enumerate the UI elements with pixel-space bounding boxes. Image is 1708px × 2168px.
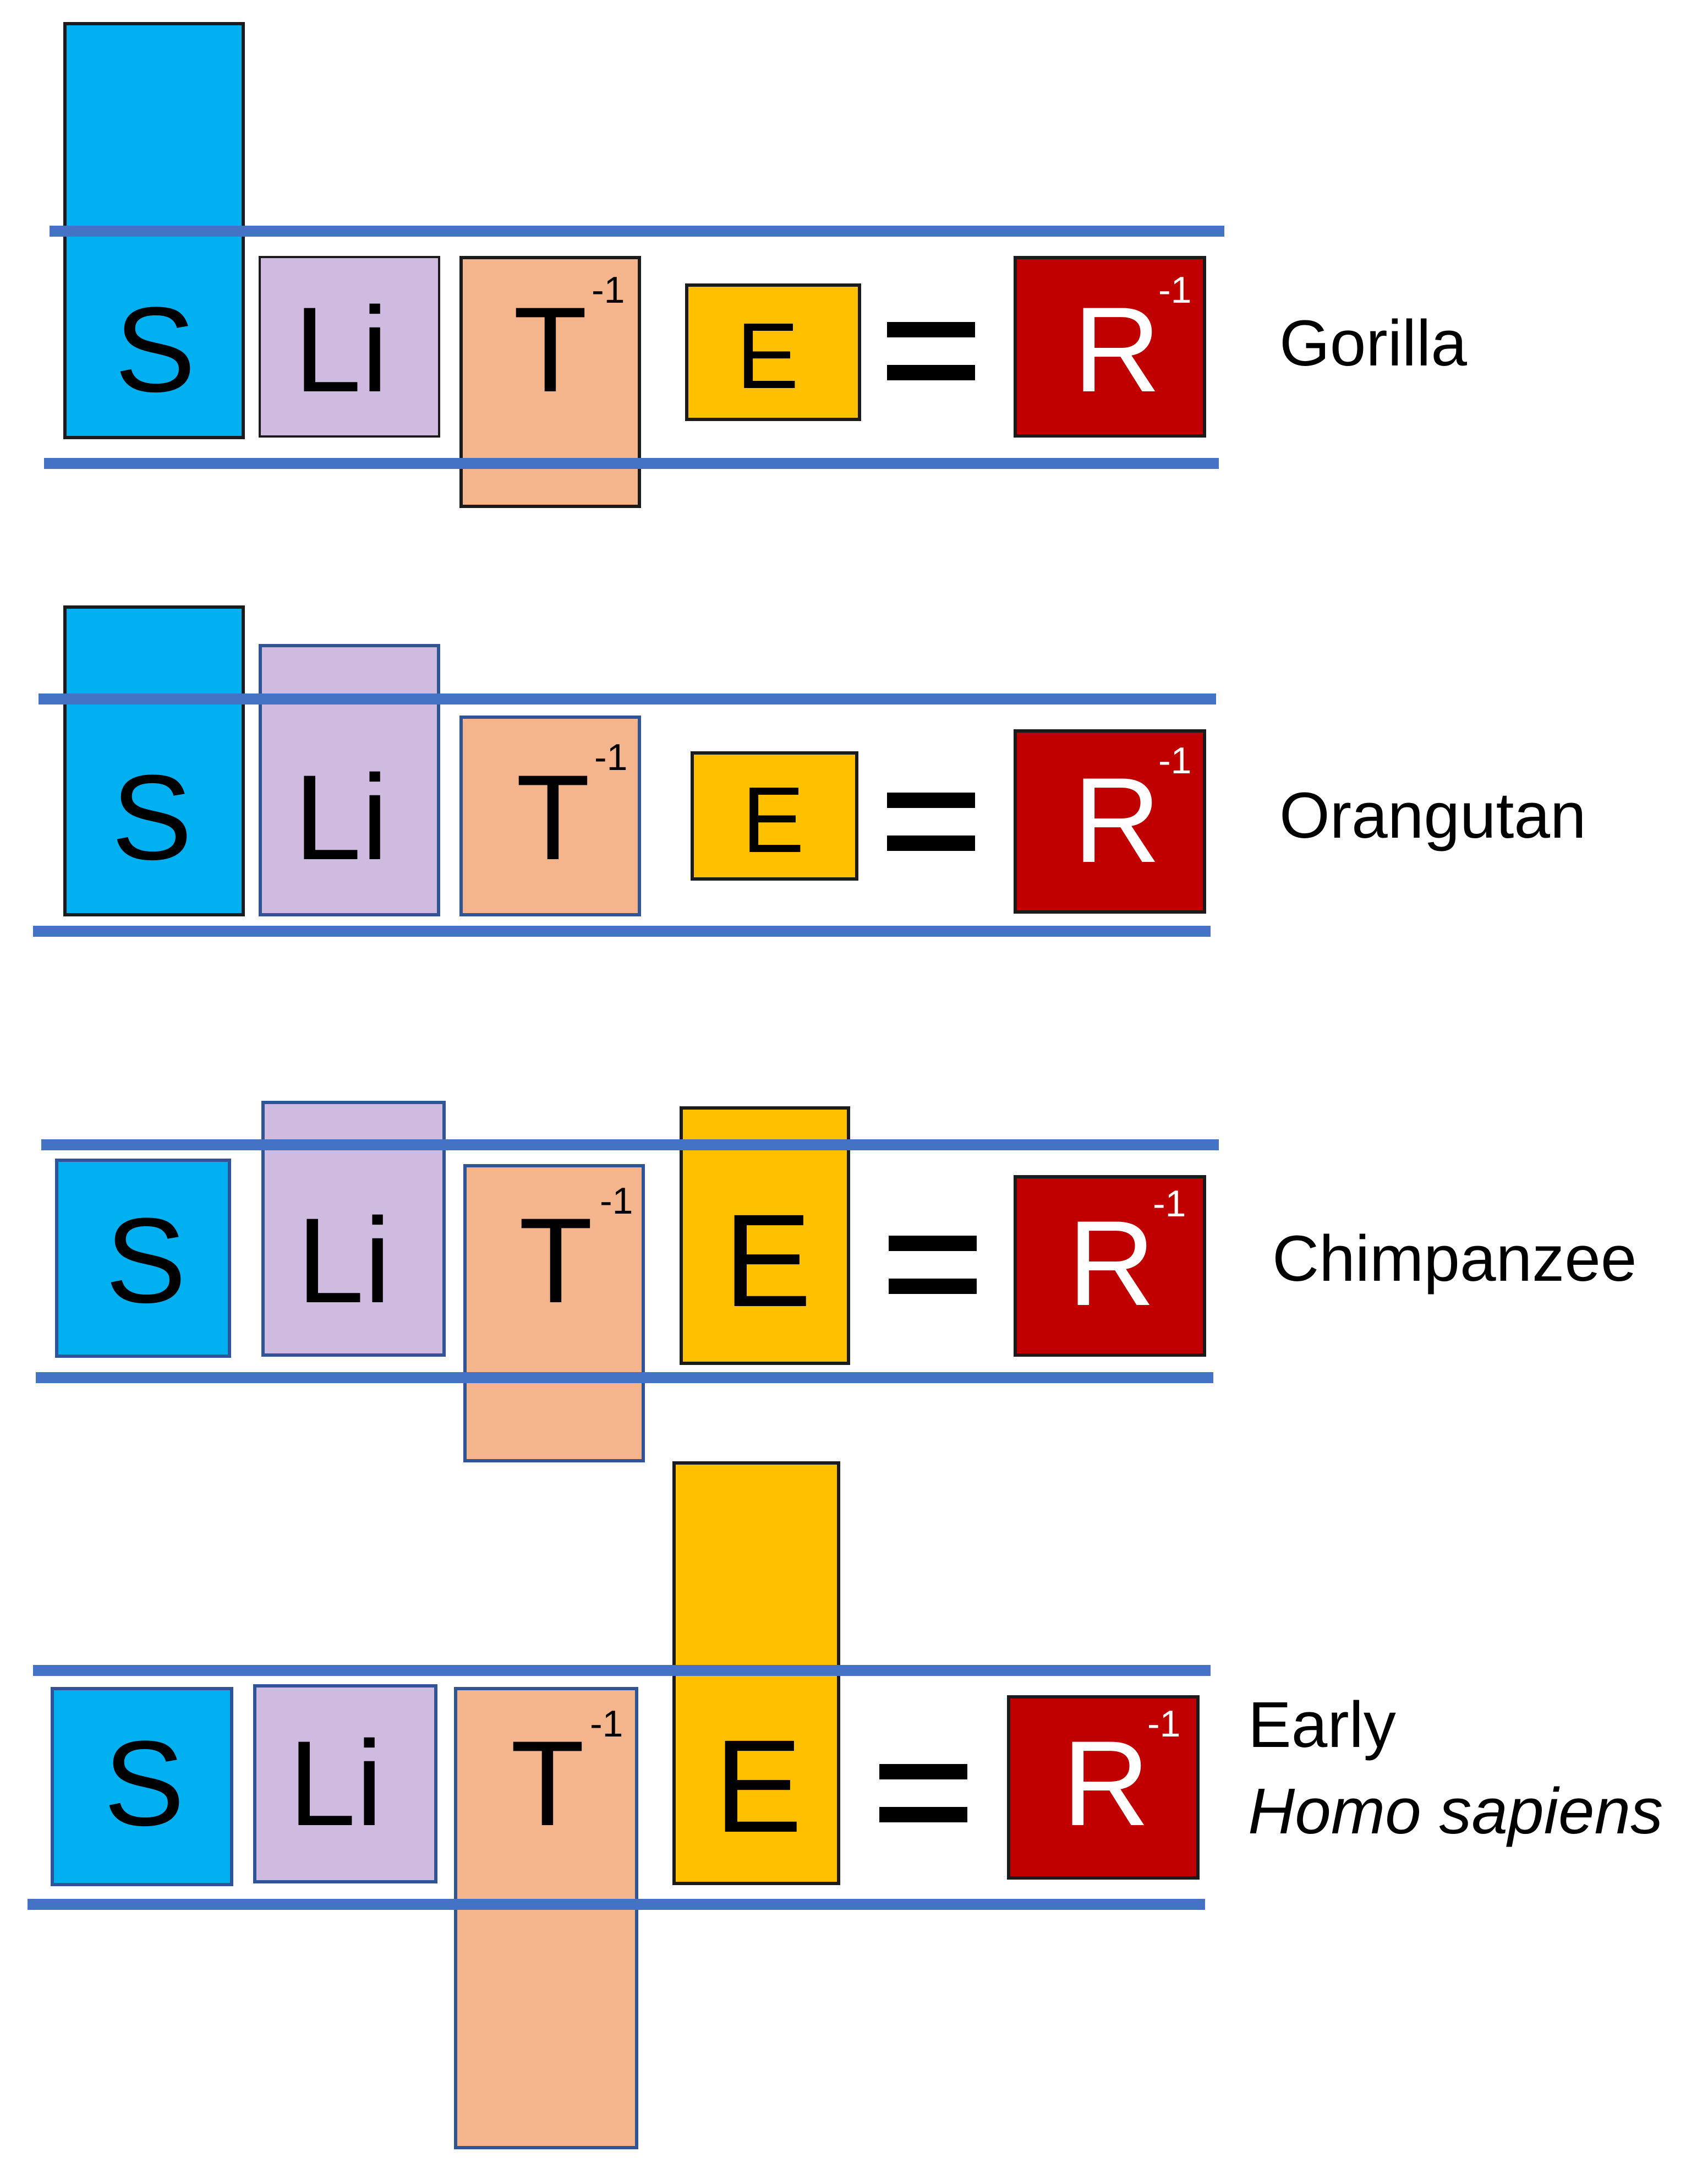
- species-label-gorilla: Gorilla: [1279, 307, 1467, 380]
- equals-sign-top-bar: [889, 1236, 977, 1251]
- t-exponent: -1: [600, 1180, 633, 1222]
- species-label-early: Early: [1248, 1689, 1396, 1761]
- li-letter: Li: [294, 282, 388, 417]
- t-letter: T: [516, 750, 590, 885]
- r-box: [1014, 1175, 1206, 1357]
- s-letter: S: [105, 1193, 187, 1328]
- r-box: [1014, 729, 1206, 914]
- upper-boundary-line: [50, 226, 1224, 237]
- r-exponent: -1: [1158, 740, 1192, 782]
- e-letter: E: [723, 1187, 812, 1334]
- e-box: [685, 283, 861, 421]
- e-letter: E: [742, 768, 804, 872]
- t-box: [463, 1164, 645, 1462]
- li-letter: Li: [288, 1716, 383, 1851]
- species-label-orangutan: Orangutan: [1279, 779, 1586, 852]
- s-letter: S: [111, 750, 193, 885]
- r-box: [1014, 256, 1206, 438]
- r-exponent: -1: [1147, 1703, 1181, 1745]
- lower-boundary-line: [28, 1899, 1205, 1910]
- upper-boundary-line: [39, 693, 1216, 705]
- equals-sign-top-bar: [887, 793, 975, 808]
- li-box: [253, 1684, 437, 1883]
- e-box: [691, 751, 858, 881]
- r-exponent: -1: [1153, 1183, 1186, 1225]
- r-letter: R: [1068, 1195, 1156, 1331]
- equals-sign-bottom-bar: [879, 1807, 967, 1822]
- r-exponent: -1: [1158, 269, 1192, 311]
- s-box: [63, 605, 245, 916]
- li-box: [259, 256, 440, 438]
- t-letter: T: [518, 1193, 593, 1328]
- r-letter: R: [1073, 752, 1161, 888]
- t-exponent: -1: [590, 1703, 623, 1745]
- t-exponent: -1: [592, 269, 625, 311]
- s-box: [55, 1159, 231, 1358]
- species-label-homo-sapiens: Homo sapiens: [1248, 1779, 1663, 1844]
- upper-boundary-line: [41, 1139, 1219, 1150]
- s-letter: S: [114, 282, 196, 417]
- r-letter: R: [1062, 1716, 1150, 1851]
- upper-boundary-line: [33, 1665, 1211, 1676]
- li-box: [259, 644, 440, 916]
- equals-sign-top-bar: [887, 322, 975, 337]
- s-letter: S: [103, 1716, 185, 1851]
- t-letter: T: [510, 1716, 585, 1851]
- li-letter: Li: [297, 1193, 391, 1328]
- equals-sign-bottom-bar: [887, 365, 975, 380]
- t-box: [454, 1687, 638, 2149]
- lower-boundary-line: [44, 458, 1219, 469]
- s-box: [51, 1687, 233, 1886]
- t-exponent: -1: [594, 736, 628, 778]
- lower-boundary-line: [36, 1372, 1213, 1383]
- t-letter: T: [513, 282, 588, 417]
- e-letter: E: [714, 1712, 803, 1860]
- li-letter: Li: [294, 750, 388, 885]
- species-label-chimpanzee: Chimpanzee: [1272, 1222, 1637, 1295]
- lower-boundary-line: [33, 926, 1211, 937]
- t-box: [459, 716, 641, 916]
- species-label-homo-sapiens-text: Homo sapiens: [1248, 1775, 1663, 1848]
- equals-sign-bottom-bar: [887, 835, 975, 851]
- r-box: [1007, 1695, 1200, 1880]
- equals-sign-bottom-bar: [889, 1279, 977, 1294]
- equals-sign-top-bar: [879, 1764, 967, 1779]
- r-letter: R: [1073, 282, 1161, 417]
- e-letter: E: [736, 304, 799, 408]
